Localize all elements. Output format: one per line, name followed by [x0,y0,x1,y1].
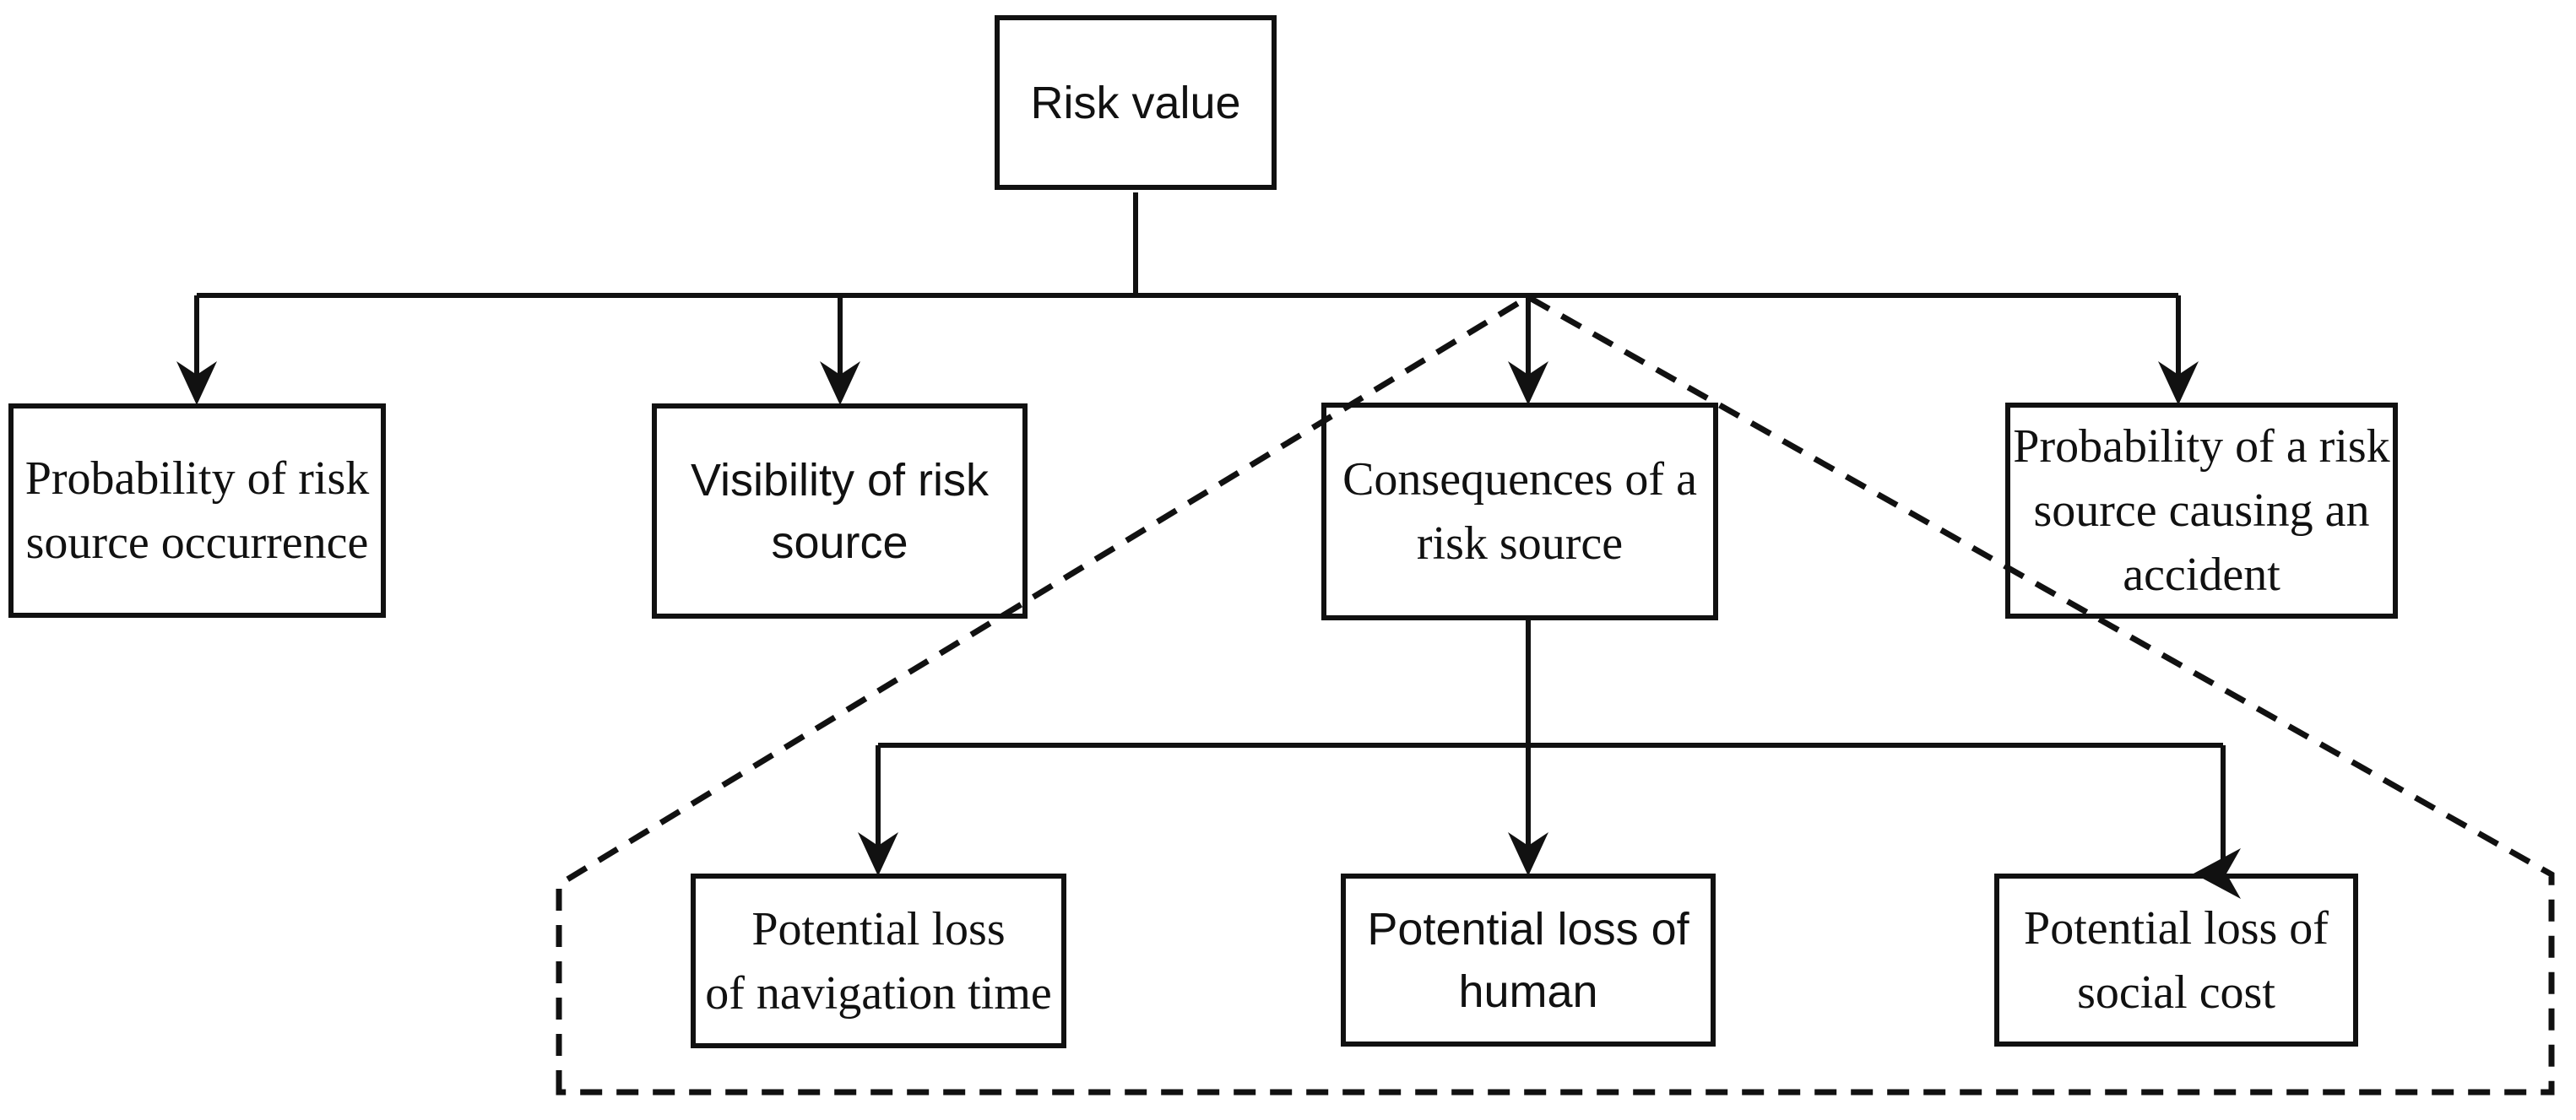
arrowhead-navtime [858,832,898,876]
node-risk-value: Risk value [995,15,1277,190]
arrowheads [176,361,2241,899]
node-probability-causing-accident: Probability of a risk source causing an … [2005,403,2398,619]
arrowhead-occurrence [176,361,217,405]
node-loss-human: Potential loss of human [1341,874,1716,1047]
node-visibility-of-risk-source: Visibility of risk source [652,403,1028,619]
arrowhead-human [1508,832,1548,876]
arrowhead-accident [2158,361,2199,405]
node-probability-occurrence: Probability of risk source occurrence [8,403,386,618]
arrowhead-visibility [820,361,860,405]
node-consequences-of-risk-source: Consequences of a risk source [1321,403,1718,620]
tree-connector-lines [194,192,2226,861]
node-loss-social-cost: Potential loss of social cost [1994,874,2358,1047]
arrowhead-consequences [1508,361,1548,405]
node-loss-navigation-time: Potential loss of navigation time [691,874,1066,1048]
